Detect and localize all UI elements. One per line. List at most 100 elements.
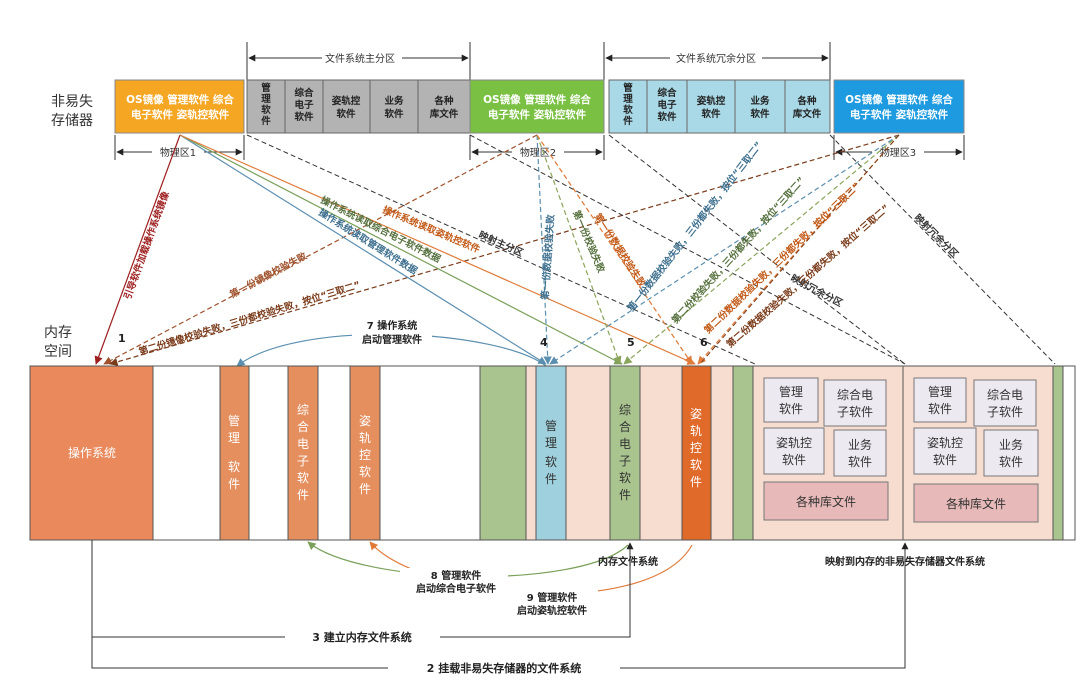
- mem-fs-label: 内存文件系统: [598, 555, 658, 568]
- red-cell-mgmt-2: 理: [623, 94, 633, 105]
- red-cell-mgmt-1: 管: [623, 82, 633, 94]
- mem-fs-integ-2: 合: [619, 419, 631, 434]
- lower-flows: [91, 540, 909, 669]
- mem-att-4: 软: [359, 465, 371, 479]
- step-2-label: 2 挂载非易失存储器的文件系统: [427, 661, 581, 675]
- mem-fs-mgmt-1: 管: [545, 418, 557, 433]
- fs-main-span: 文件系统主分区: [246, 42, 471, 80]
- mem-mgmt-2: 理: [228, 431, 240, 445]
- mem-mgmt-block: 管 理 软 件: [219, 365, 250, 541]
- step-4: 4: [540, 336, 548, 349]
- map1-biz-2: 软件: [848, 455, 872, 469]
- phys-block-3: OS镜像 管理软件 综合 电子软件 姿轨控软件: [833, 79, 965, 134]
- main-cell-mgmt-2: 理: [261, 94, 271, 105]
- mem-integ-2: 合: [297, 419, 309, 434]
- label-map-red2: 映射冗余分区: [912, 212, 961, 261]
- map2-att-1: 姿轨控: [927, 436, 963, 450]
- nvm-label-line1: 非易失: [51, 94, 93, 110]
- map2-mgmt-2: 软件: [928, 402, 952, 416]
- main-cell-biz-2: 软件: [384, 108, 404, 120]
- phys-block-1: OS镜像 管理软件 综合 电子软件 姿轨控软件: [114, 79, 245, 134]
- label-map-main: 映射主分区: [477, 229, 526, 259]
- red-cell-biz-1: 业务: [750, 95, 770, 107]
- mem-fs-att-block: 姿 轨 控 软 件: [681, 365, 712, 541]
- mem-fs-mgmt-block: 管 理 软 件: [535, 365, 567, 541]
- memory-row: 操作系统 管 理 软 件 综 合 电 子 软 件: [29, 365, 1076, 541]
- step-5: 5: [627, 336, 635, 349]
- map1-mgmt-2: 软件: [779, 402, 803, 416]
- red-cell-integ-1: 综合: [657, 87, 677, 99]
- mapped-copy-2: 管理 软件 综合电 子软件 姿轨控 软件 业务 软件 各种库文件: [913, 377, 1039, 523]
- main-cell-biz-1: 业务: [384, 95, 404, 107]
- fs-redundant-label: 文件系统冗余分区: [676, 52, 756, 65]
- mem-att-3: 控: [359, 448, 371, 462]
- flow-lines: [94, 134, 1056, 366]
- main-partition-cells: 管 理 软 件 综合 电子 软件 姿轨控 软件 业务 软件 各种 库文件: [246, 79, 471, 134]
- step-7-line2: 启动管理软件: [362, 333, 422, 346]
- map1-att-2: 软件: [782, 453, 806, 467]
- main-cell-lib-2: 库文件: [429, 108, 459, 120]
- step-7-line1: 7 操作系统: [367, 319, 417, 332]
- phys-block-2-line2: 电子软件 姿轨控软件: [488, 108, 587, 121]
- mem-fs-region: [479, 365, 754, 541]
- lower-labels: 内存文件系统 映射到内存的非易失存储器文件系统 8 管理软件 启动综合电子软件 …: [285, 555, 985, 675]
- fs-redundant-span: 文件系统冗余分区: [603, 42, 831, 80]
- phys-block-3-line1: OS镜像 管理软件 综合: [845, 93, 953, 106]
- phys-span-3: 物理区3: [833, 135, 965, 160]
- mem-integ-block: 综 合 电 子 软 件: [287, 365, 319, 541]
- phys-span-1: 物理区1: [114, 135, 245, 160]
- mem-fs-att-4: 软: [690, 458, 702, 472]
- red-cell-mgmt-3: 软: [623, 104, 633, 116]
- phys-block-2-line1: OS镜像 管理软件 综合: [483, 93, 591, 106]
- label-data-fail-b: 第一份数据校验失败: [591, 211, 648, 290]
- mem-mgmt-4: 件: [228, 477, 240, 491]
- mem-att-2: 轨: [359, 431, 371, 445]
- step-8-line1: 8 管理软件: [431, 569, 481, 582]
- upper-steps: 1 4 5 6 7 操作系统 启动管理软件: [118, 318, 708, 367]
- mem-fs-mgmt-3: 软: [545, 455, 557, 469]
- phys-block-2: OS镜像 管理软件 综合 电子软件 姿轨控软件: [469, 79, 605, 134]
- redundant-partition-cells: 管 理 软 件 综合 电子 软件 姿轨控 软件 业务 软件 各种 库文件: [608, 79, 831, 134]
- mem-fs-integ-6: 件: [619, 488, 631, 502]
- step-3-label: 3 建立内存文件系统: [312, 630, 411, 644]
- phys-block-1-line1: OS镜像 管理软件 综合: [126, 93, 234, 106]
- mem-integ-5: 软: [297, 471, 309, 485]
- map2-biz-1: 业务: [999, 437, 1023, 452]
- mem-label: 内存 空间: [44, 325, 72, 360]
- map1-biz-1: 业务: [848, 437, 872, 452]
- nvm-label-line2: 存储器: [51, 113, 93, 129]
- label-d2d: 第二份数据校验失败，三份都失败，按位“三取二”: [724, 202, 892, 350]
- phys-span-3-label: 物理区3: [880, 146, 916, 159]
- main-cell-lib-1: 各种: [433, 95, 454, 107]
- main-cell-mgmt-3: 软: [261, 104, 271, 116]
- mem-fs-mgmt-2: 理: [545, 436, 557, 450]
- nvm-label: 非易失 存储器: [51, 94, 93, 129]
- main-cell-integ-1: 综合: [294, 87, 314, 99]
- mem-fs-att-2: 轨: [690, 424, 702, 438]
- red-cell-integ-2: 电子: [657, 99, 677, 111]
- main-cell-integ-2: 电子: [294, 99, 314, 111]
- mem-label-line2: 空间: [44, 344, 72, 360]
- mem-fs-att-5: 件: [690, 475, 702, 489]
- phys-block-1-line2: 电子软件 姿轨控软件: [131, 108, 230, 121]
- map2-integ-1: 综合电: [987, 387, 1023, 402]
- label-os-read-att: 操作系统读取姿轨控软件: [381, 204, 482, 256]
- mem-fs-integ-block: 综 合 电 子 软 件: [609, 365, 641, 541]
- step-6: 6: [700, 336, 708, 349]
- mem-fs-integ-5: 软: [619, 471, 631, 485]
- step-8-line2: 启动综合电子软件: [416, 582, 496, 595]
- map2-lib: 各种库文件: [946, 496, 1006, 511]
- mem-integ-1: 综: [297, 403, 309, 417]
- red-cell-lib-1: 各种: [796, 95, 817, 107]
- red-cell-lib-2: 库文件: [792, 108, 822, 120]
- red-cell-att-2: 软件: [701, 108, 721, 120]
- label-boot-load: 引导软件加载操作系统镜像: [122, 189, 172, 301]
- map2-att-2: 软件: [933, 453, 957, 467]
- mem-label-line1: 内存: [44, 325, 72, 341]
- mem-integ-4: 子: [297, 454, 309, 468]
- mem-att-block: 姿 轨 控 软 件: [349, 365, 381, 541]
- bracket-step-2: [91, 542, 909, 669]
- mem-mgmt-3: 软: [228, 460, 240, 474]
- mem-mgmt-1: 管: [228, 413, 240, 428]
